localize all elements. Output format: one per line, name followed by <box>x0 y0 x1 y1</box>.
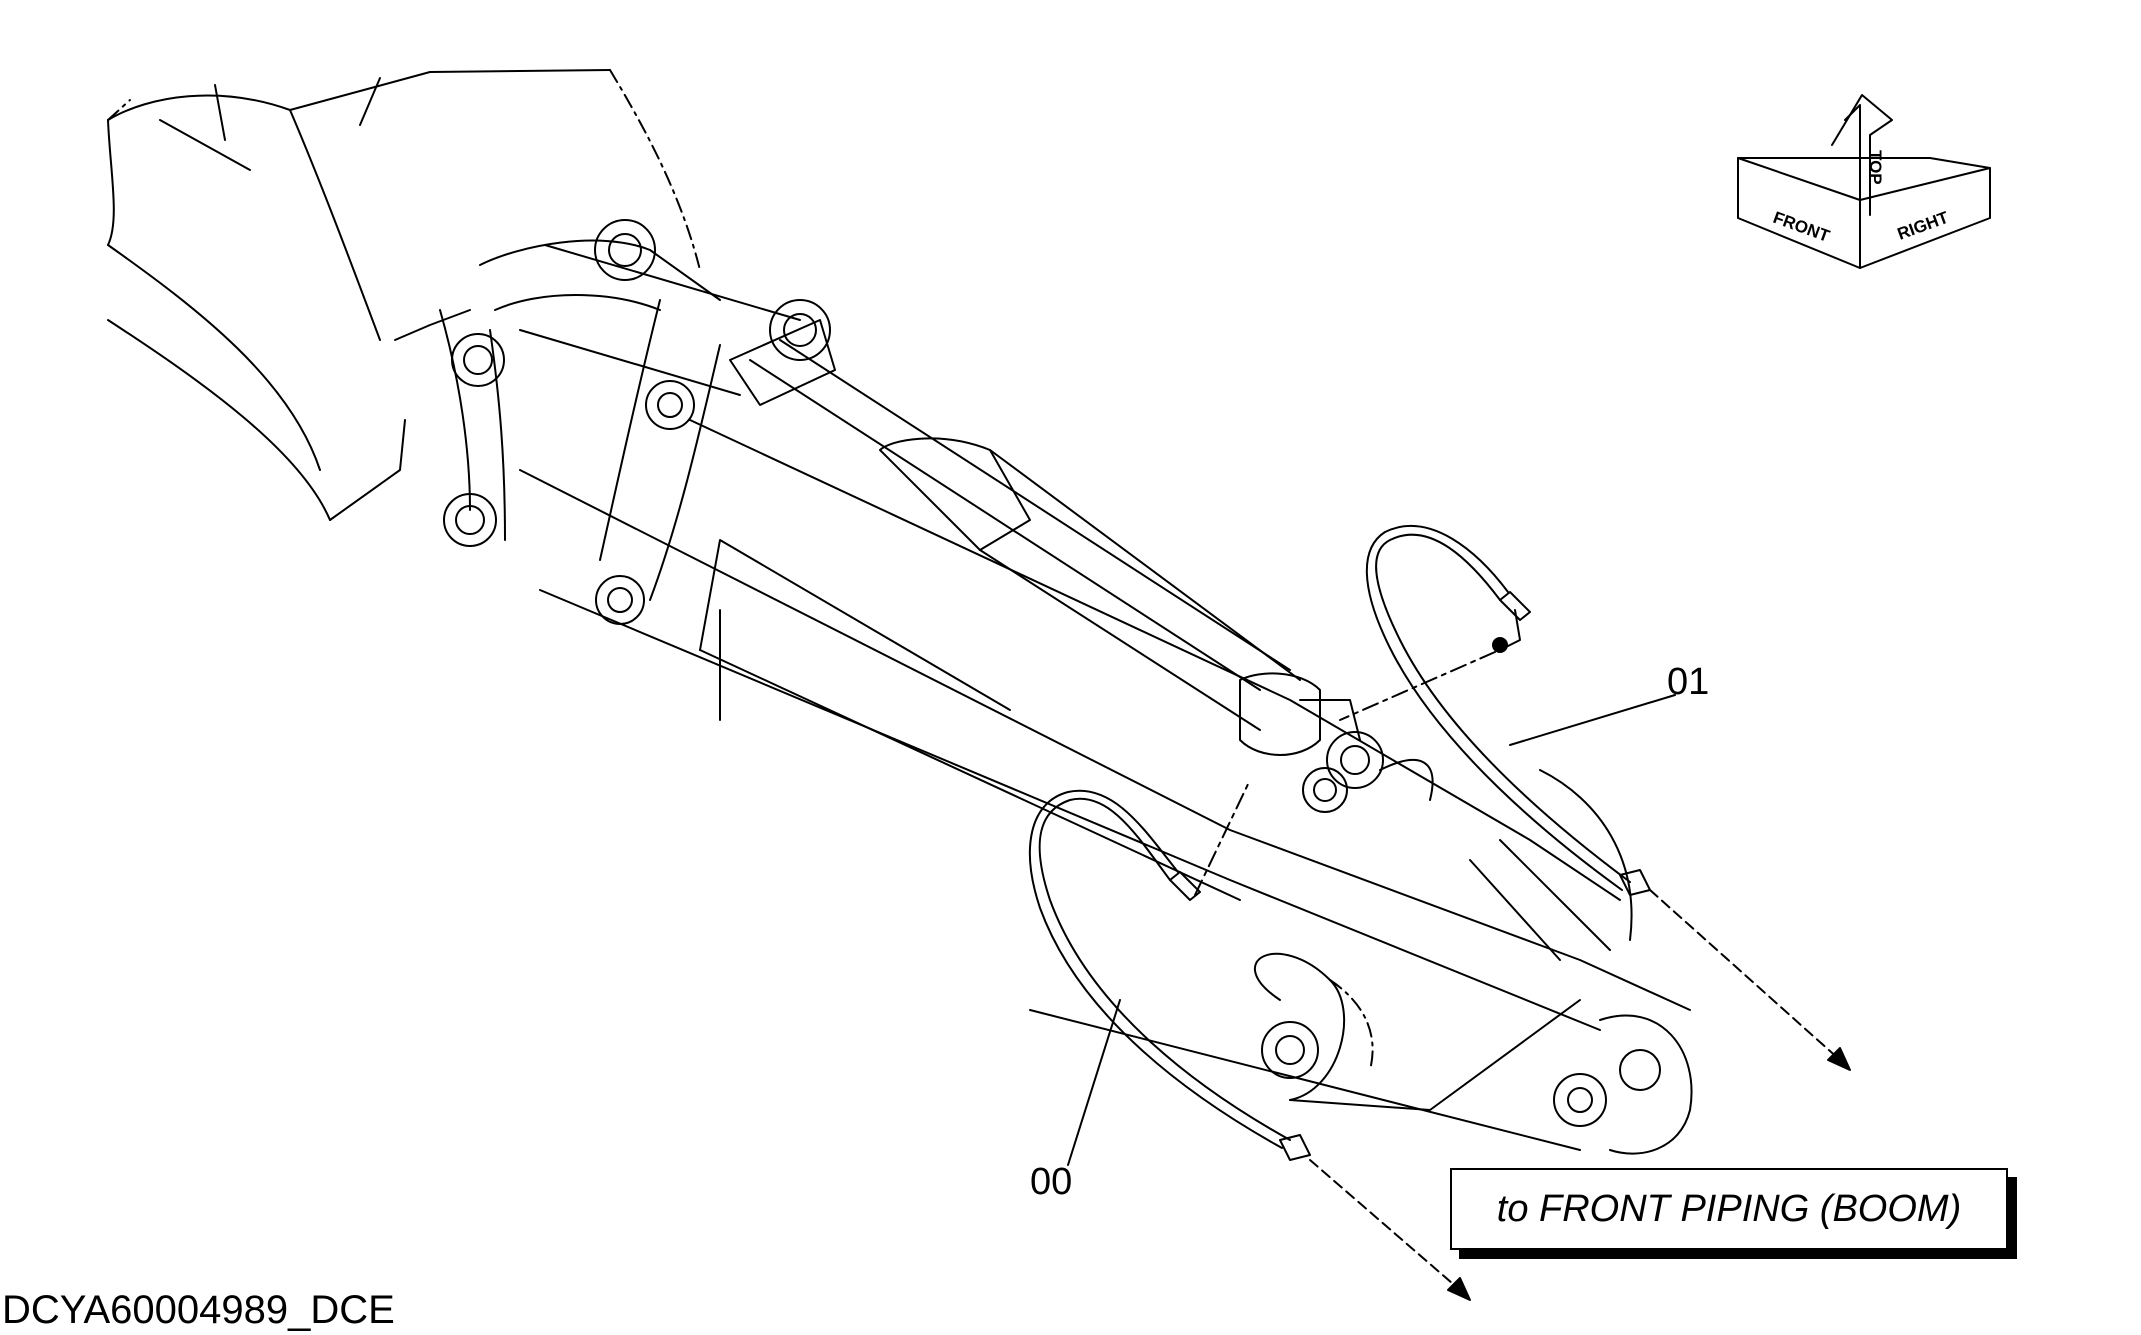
hose-01 <box>1339 525 1851 1071</box>
leader-line-01 <box>1509 694 1676 746</box>
bucket-linkage <box>439 219 836 625</box>
hose-00 <box>1029 779 1471 1301</box>
part-label-00: 00 <box>1030 1161 1073 1203</box>
arm-body <box>519 419 1693 1155</box>
bucket <box>107 69 701 521</box>
orientation-top-label: TOP <box>1866 150 1885 185</box>
orientation-indicator <box>1737 94 1991 269</box>
orientation-labels: FRONT TOP RIGHT <box>1771 150 1952 246</box>
part-label-01: 01 <box>1667 661 1710 703</box>
front-piping-callout-text: to FRONT PIPING (BOOM) <box>1496 1187 1962 1230</box>
front-piping-callout-box: to FRONT PIPING (BOOM) <box>1450 1168 2008 1250</box>
bucket-cylinder <box>749 339 1384 789</box>
document-id: DCYA60004989_DCE <box>2 1288 395 1332</box>
orientation-right-label: RIGHT <box>1895 208 1952 244</box>
leader-line-00 <box>1067 999 1121 1166</box>
orientation-front-label: FRONT <box>1771 208 1833 246</box>
